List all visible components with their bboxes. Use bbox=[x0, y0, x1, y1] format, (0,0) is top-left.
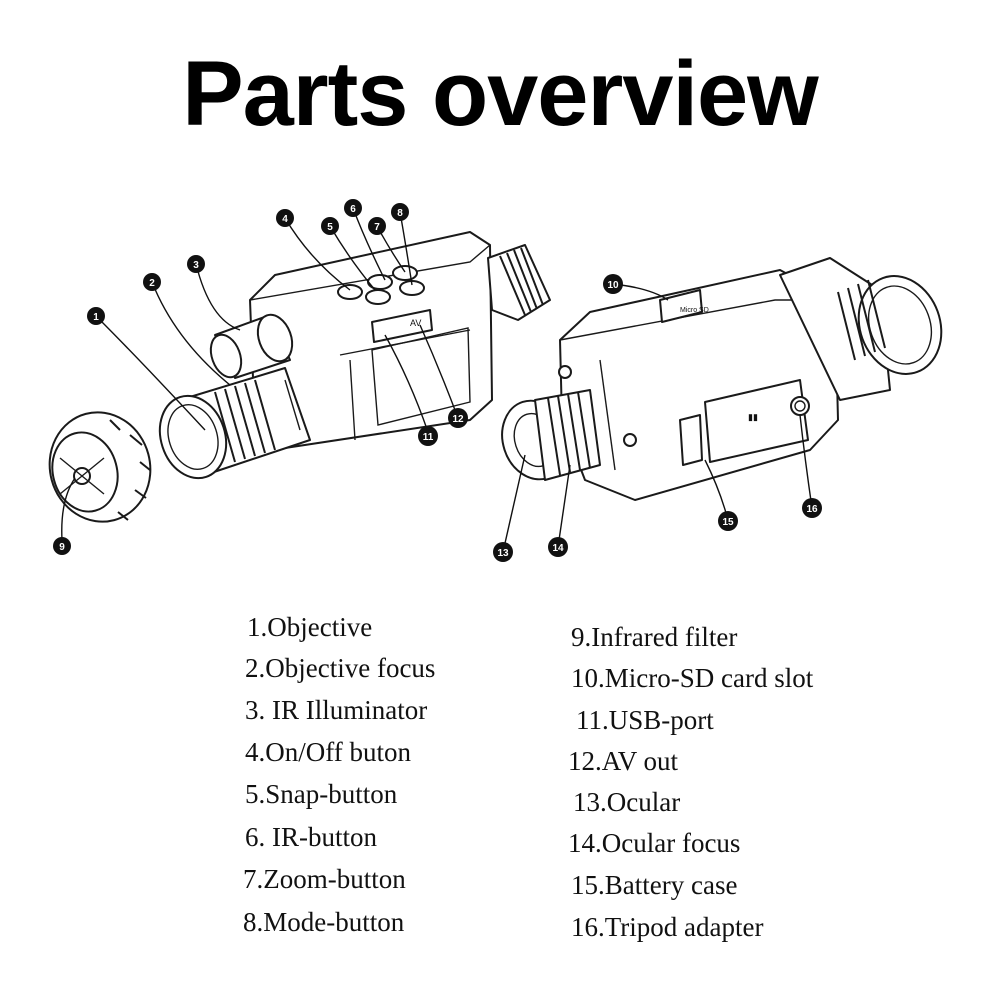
legend-item: 14.Ocular focus bbox=[568, 828, 741, 858]
svg-text:16: 16 bbox=[806, 504, 818, 515]
micro-sd-label: Micro SD bbox=[680, 307, 709, 314]
device-rear-view: ▮▮ Micro SD bbox=[501, 257, 943, 501]
legend-item: 16.Tripod adapter bbox=[571, 912, 764, 942]
callout-15: 15 bbox=[718, 511, 738, 531]
legend-item: 9.Infrared filter bbox=[571, 622, 738, 652]
svg-text:10: 10 bbox=[607, 280, 619, 291]
callout-4: 4 bbox=[276, 209, 294, 227]
legend-item: 7.Zoom-button bbox=[243, 864, 406, 894]
callout-12: 12 bbox=[448, 408, 468, 428]
callout-1: 1 bbox=[87, 307, 105, 325]
svg-text:3: 3 bbox=[193, 260, 199, 271]
legend-item: 11.USB-port bbox=[576, 705, 714, 735]
legend-item: 5.Snap-button bbox=[245, 779, 398, 809]
legend-item: 13.Ocular bbox=[573, 787, 681, 817]
svg-text:5: 5 bbox=[327, 222, 333, 233]
callout-2: 2 bbox=[143, 273, 161, 291]
callout-7: 7 bbox=[368, 217, 386, 235]
legend-item: 12.AV out bbox=[568, 746, 679, 776]
svg-text:8: 8 bbox=[397, 208, 403, 219]
svg-text:13: 13 bbox=[497, 548, 509, 559]
callout-8: 8 bbox=[391, 203, 409, 221]
svg-text:12: 12 bbox=[452, 414, 464, 425]
page-title: Parts overview bbox=[182, 43, 818, 145]
legend-item: 3. IR Illuminator bbox=[245, 695, 428, 725]
top-buttons bbox=[337, 265, 425, 305]
callout-11: 11 bbox=[418, 426, 438, 446]
callout-14: 14 bbox=[548, 537, 568, 557]
legend-item: 1.Objective bbox=[247, 612, 373, 642]
legend-item: 8.Mode-button bbox=[243, 907, 405, 937]
callout-6: 6 bbox=[344, 199, 362, 217]
callout-16: 16 bbox=[802, 498, 822, 518]
svg-text:15: 15 bbox=[722, 517, 734, 528]
callout-markers: 1 2 3 4 5 6 7 8 9 10 11 12 13 14 15 16 bbox=[53, 199, 822, 562]
legend-item: 4.On/Off buton bbox=[245, 737, 411, 767]
callout-13: 13 bbox=[493, 542, 513, 562]
svg-text:6: 6 bbox=[350, 204, 356, 215]
callout-9: 9 bbox=[53, 537, 71, 555]
device-front-view: AV bbox=[48, 231, 551, 523]
legend-item: 10.Micro-SD card slot bbox=[571, 663, 814, 693]
legend-item: 15.Battery case bbox=[571, 870, 738, 900]
svg-text:9: 9 bbox=[59, 542, 65, 553]
av-port-label: AV bbox=[410, 318, 421, 328]
svg-text:7: 7 bbox=[374, 222, 380, 233]
callout-5: 5 bbox=[321, 217, 339, 235]
parts-diagram: AV bbox=[48, 199, 943, 562]
svg-text:14: 14 bbox=[552, 543, 564, 554]
svg-text:2: 2 bbox=[149, 278, 155, 289]
svg-text:1: 1 bbox=[93, 312, 99, 323]
callout-3: 3 bbox=[187, 255, 205, 273]
legend-item: 2.Objective focus bbox=[245, 653, 436, 683]
svg-text:4: 4 bbox=[282, 214, 288, 225]
callout-10: 10 bbox=[603, 274, 623, 294]
legend-item: 6. IR-button bbox=[245, 822, 377, 852]
svg-text:▮▮: ▮▮ bbox=[748, 412, 758, 422]
svg-text:11: 11 bbox=[423, 432, 434, 443]
